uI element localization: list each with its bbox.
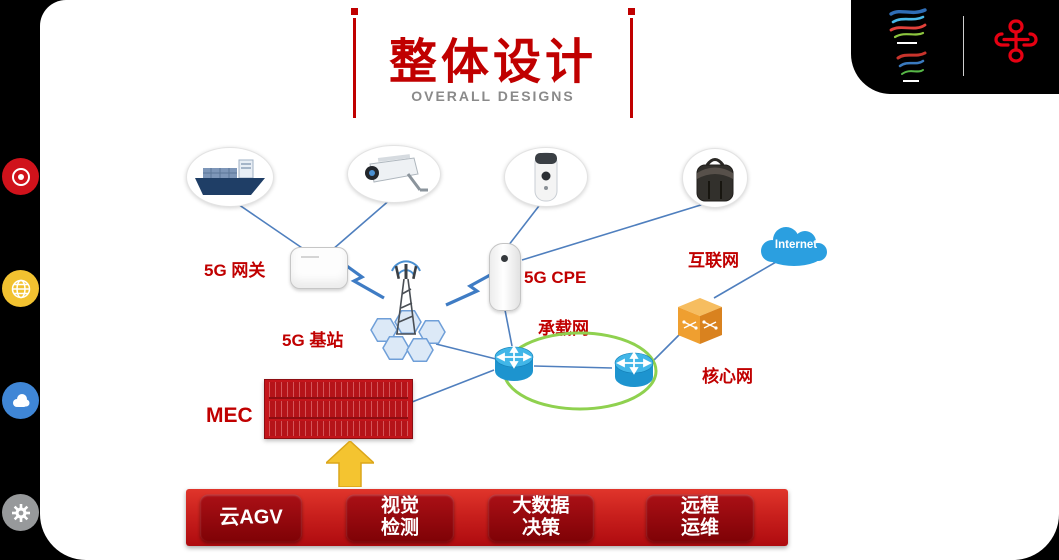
mec-server bbox=[264, 379, 413, 439]
application-bar: 云AGV 视觉 检测 大数据 决策 远程 运维 bbox=[186, 489, 788, 546]
base-station-tower-icon bbox=[391, 260, 421, 335]
cloud-icon-glyph bbox=[12, 393, 29, 407]
gateway-device bbox=[290, 247, 348, 289]
smart-camera-icon bbox=[534, 152, 558, 202]
china-unicom-logo-icon bbox=[994, 19, 1038, 63]
page-title: 整体设计 bbox=[388, 36, 597, 89]
button-label: 云AGV bbox=[219, 506, 283, 528]
internet-cloud bbox=[761, 227, 827, 266]
server-unit bbox=[269, 382, 408, 400]
record-icon-glyph bbox=[11, 167, 30, 186]
button-label-line2: 检测 bbox=[380, 517, 419, 539]
cloud-agv-button[interactable]: 云AGV bbox=[200, 494, 302, 541]
logo-panel bbox=[851, 0, 1059, 94]
server-unit bbox=[269, 420, 408, 436]
globe-icon[interactable] bbox=[2, 270, 39, 307]
button-label-line1: 视觉 bbox=[380, 495, 419, 517]
internet-label: 互联网 bbox=[688, 251, 739, 270]
base-station-label: 5G 基站 bbox=[282, 331, 344, 350]
core-network-device bbox=[678, 298, 722, 344]
title-dot-right bbox=[628, 8, 635, 15]
ship-photo bbox=[186, 147, 274, 207]
core-network-label: 核心网 bbox=[702, 367, 753, 386]
page-subtitle: OVERALL DESIGNS bbox=[411, 88, 575, 104]
big-data-decision-button[interactable]: 大数据 决策 bbox=[488, 494, 594, 541]
button-label-line2: 运维 bbox=[680, 517, 719, 539]
cctv-camera-photo bbox=[347, 145, 441, 203]
visual-inspection-button[interactable]: 视觉 检测 bbox=[346, 494, 454, 541]
router-icon bbox=[614, 351, 654, 387]
remote-operations-button[interactable]: 远程 运维 bbox=[646, 494, 754, 541]
title-dot-left bbox=[351, 8, 358, 15]
gear-icon-glyph bbox=[11, 503, 30, 522]
gateway-slot bbox=[301, 256, 319, 258]
gear-icon[interactable] bbox=[2, 494, 39, 531]
title-rule-left bbox=[353, 18, 356, 118]
backpack-photo bbox=[682, 148, 748, 208]
cctv-camera-icon bbox=[365, 154, 428, 192]
up-arrow-icon bbox=[326, 441, 374, 487]
button-label-line1: 远程 bbox=[680, 495, 719, 517]
logo-divider bbox=[963, 16, 964, 76]
internet-cloud-label: Internet bbox=[774, 239, 818, 251]
cpe-label: 5G CPE bbox=[524, 268, 587, 287]
server-unit bbox=[269, 401, 408, 419]
mec-label: MEC bbox=[206, 404, 253, 427]
button-label-line2: 决策 bbox=[521, 517, 560, 539]
cloud-icon[interactable] bbox=[2, 382, 39, 419]
beijing-2022-paralympic-emblem-icon bbox=[896, 51, 927, 82]
backpack-icon bbox=[696, 158, 734, 202]
cpe-device bbox=[489, 243, 521, 311]
globe-icon-glyph bbox=[11, 279, 30, 298]
smart-camera-photo bbox=[504, 147, 588, 207]
gateway-label: 5G 网关 bbox=[204, 261, 266, 280]
cpe-lens bbox=[501, 255, 508, 262]
record-icon[interactable] bbox=[2, 158, 39, 195]
button-label-line1: 大数据 bbox=[512, 495, 570, 517]
ship-icon bbox=[195, 159, 265, 195]
router-icon bbox=[494, 345, 534, 381]
title-rule-right bbox=[630, 18, 633, 118]
beijing-2022-olympic-emblem-icon bbox=[889, 8, 927, 44]
